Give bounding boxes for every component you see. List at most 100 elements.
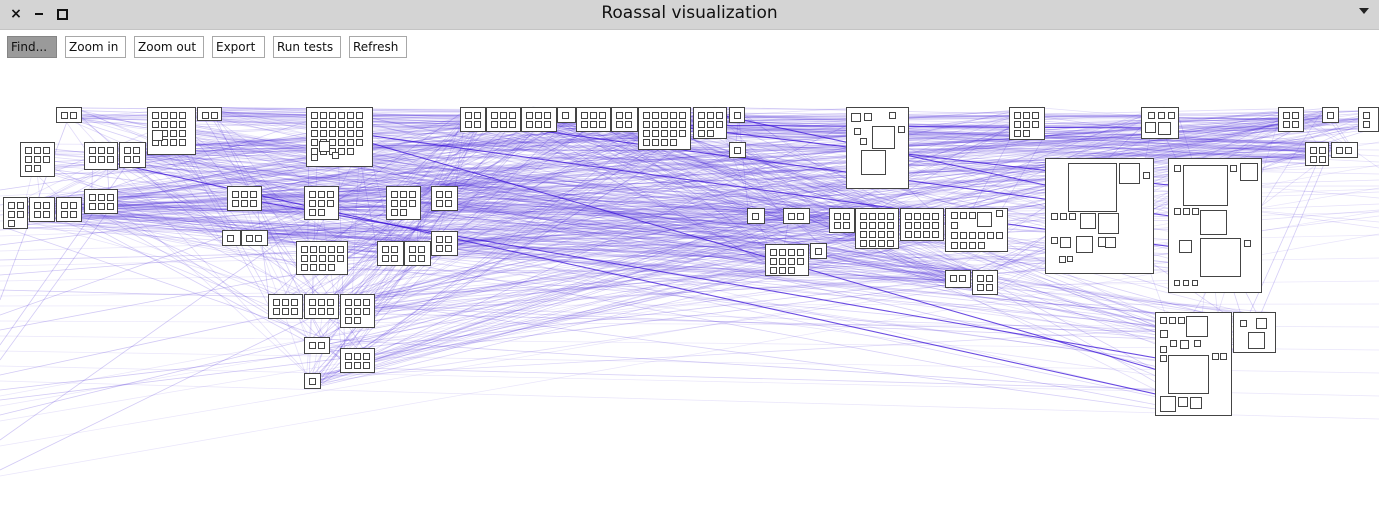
method-node[interactable]	[951, 212, 958, 219]
method-node[interactable]	[1023, 112, 1030, 119]
method-node[interactable]	[311, 139, 318, 146]
method-node[interactable]	[1174, 208, 1181, 215]
method-node[interactable]	[363, 299, 370, 306]
method-node[interactable]	[347, 139, 354, 146]
method-node[interactable]	[951, 222, 958, 229]
method-node[interactable]	[905, 213, 912, 220]
method-node[interactable]	[318, 308, 325, 315]
method-node[interactable]	[465, 112, 472, 119]
method-node[interactable]	[996, 210, 1003, 217]
method-node[interactable]	[716, 121, 723, 128]
method-node[interactable]	[878, 240, 885, 247]
method-node[interactable]	[1336, 147, 1343, 154]
method-node[interactable]	[356, 139, 363, 146]
method-node[interactable]	[932, 231, 939, 238]
method-node[interactable]	[338, 139, 345, 146]
method-node[interactable]	[951, 242, 958, 249]
method-node[interactable]	[8, 211, 15, 218]
method-node[interactable]	[327, 308, 334, 315]
method-node[interactable]	[960, 212, 967, 219]
method-node[interactable]	[409, 246, 416, 253]
method-node[interactable]	[354, 317, 361, 324]
method-node[interactable]	[815, 248, 822, 255]
method-node[interactable]	[338, 121, 345, 128]
class-box[interactable]	[611, 107, 638, 132]
method-node[interactable]	[232, 200, 239, 207]
method-node[interactable]	[698, 112, 705, 119]
method-node[interactable]	[391, 200, 398, 207]
run-tests-button[interactable]: Run tests	[273, 36, 341, 58]
method-node[interactable]	[860, 231, 867, 238]
method-node[interactable]	[752, 213, 759, 220]
method-node[interactable]	[734, 112, 741, 119]
class-box[interactable]	[56, 107, 82, 123]
method-node[interactable]	[418, 255, 425, 262]
method-node[interactable]	[354, 362, 361, 369]
method-node[interactable]	[860, 138, 867, 145]
method-node[interactable]	[1014, 130, 1021, 137]
method-node[interactable]	[788, 213, 795, 220]
method-node[interactable]	[400, 191, 407, 198]
class-box[interactable]	[377, 241, 404, 266]
method-node[interactable]	[1023, 130, 1030, 137]
class-box[interactable]	[304, 337, 330, 354]
class-box[interactable]	[29, 197, 55, 222]
method-node[interactable]	[1174, 165, 1181, 172]
class-box[interactable]	[945, 270, 971, 288]
method-node[interactable]	[107, 194, 114, 201]
method-node[interactable]	[474, 112, 481, 119]
method-node[interactable]	[179, 121, 186, 128]
method-node[interactable]	[1230, 165, 1237, 172]
method-node[interactable]	[310, 255, 317, 262]
method-node[interactable]	[698, 130, 705, 137]
method-node[interactable]	[869, 231, 876, 238]
method-node[interactable]	[969, 242, 976, 249]
method-node[interactable]	[309, 378, 316, 385]
method-node[interactable]	[329, 121, 336, 128]
method-node[interactable]	[788, 258, 795, 265]
method-node[interactable]	[1220, 353, 1227, 360]
method-node[interactable]	[1160, 396, 1176, 412]
method-node[interactable]	[1158, 122, 1171, 135]
method-node[interactable]	[889, 112, 896, 119]
method-node[interactable]	[707, 112, 714, 119]
method-node[interactable]	[43, 202, 50, 209]
method-node[interactable]	[616, 121, 623, 128]
method-node[interactable]	[328, 255, 335, 262]
method-node[interactable]	[329, 112, 336, 119]
method-node[interactable]	[1190, 397, 1202, 409]
class-box[interactable]	[829, 208, 855, 233]
method-node[interactable]	[878, 231, 885, 238]
class-box[interactable]	[460, 107, 486, 132]
method-node[interactable]	[860, 240, 867, 247]
method-node[interactable]	[544, 121, 551, 128]
method-node[interactable]	[400, 209, 407, 216]
method-node[interactable]	[878, 213, 885, 220]
method-node[interactable]	[562, 112, 569, 119]
method-node[interactable]	[418, 246, 425, 253]
method-node[interactable]	[526, 121, 533, 128]
method-node[interactable]	[34, 202, 41, 209]
method-node[interactable]	[535, 112, 542, 119]
method-node[interactable]	[544, 112, 551, 119]
method-node[interactable]	[391, 246, 398, 253]
method-node[interactable]	[356, 121, 363, 128]
method-node[interactable]	[1244, 240, 1251, 247]
method-node[interactable]	[170, 112, 177, 119]
method-node[interactable]	[329, 130, 336, 137]
method-node[interactable]	[599, 112, 606, 119]
method-node[interactable]	[202, 112, 209, 119]
method-node[interactable]	[124, 156, 131, 163]
method-node[interactable]	[107, 156, 114, 163]
method-node[interactable]	[914, 231, 921, 238]
method-node[interactable]	[89, 203, 96, 210]
chevron-down-icon[interactable]	[1359, 8, 1369, 14]
method-node[interactable]	[1119, 163, 1140, 184]
method-node[interactable]	[869, 240, 876, 247]
method-node[interactable]	[152, 130, 163, 141]
method-node[interactable]	[509, 121, 516, 128]
method-node[interactable]	[1192, 208, 1199, 215]
method-node[interactable]	[1292, 121, 1299, 128]
method-node[interactable]	[960, 242, 967, 249]
method-node[interactable]	[661, 139, 668, 146]
